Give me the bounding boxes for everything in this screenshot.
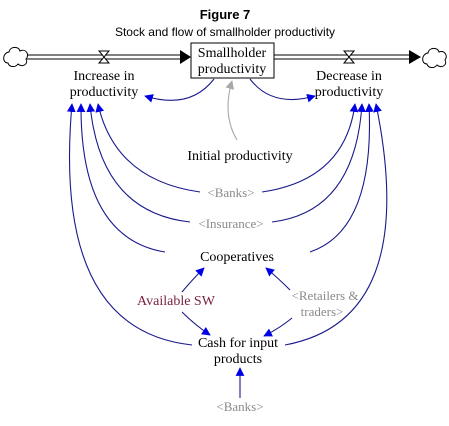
- retailers-label-line2: traders>: [301, 304, 344, 319]
- link-stock-to-decrease: [249, 78, 316, 103]
- link-stock-to-increase: [144, 78, 215, 103]
- link-banks-to-decrease: [261, 103, 359, 193]
- insurance-shadow-label: <Insurance>: [198, 216, 263, 231]
- outflow-pipe: [274, 50, 421, 64]
- increase-label-line2: productivity: [70, 85, 138, 100]
- decrease-valve-icon: [342, 50, 356, 64]
- cash-label-line2: products: [214, 352, 262, 367]
- source-cloud-icon: [3, 46, 29, 67]
- initial-productivity-label: Initial productivity: [187, 149, 292, 164]
- decrease-label-line1: Decrease in: [316, 69, 382, 84]
- cash-label-line1: Cash for input: [198, 336, 278, 351]
- inflow-pipe: [27, 50, 191, 64]
- banks-shadow-label: <Banks>: [207, 185, 254, 200]
- available-sw-label: Available SW: [137, 294, 216, 309]
- link-cooperatives-to-decrease: [309, 103, 374, 253]
- increase-label-line1: Increase in: [73, 69, 134, 84]
- link-banks-to-increase: [95, 103, 201, 193]
- link-initial-to-stock: [225, 80, 238, 141]
- figure-subtitle: Stock and flow of smallholder productivi…: [115, 25, 335, 39]
- stock-label-line1: Smallholder: [198, 46, 267, 61]
- cooperatives-label: Cooperatives: [200, 250, 274, 265]
- increase-valve-icon: [97, 50, 111, 64]
- banks-bottom-shadow-label: <Banks>: [216, 399, 263, 414]
- sink-cloud-icon: [422, 47, 447, 68]
- stock-smallholder-productivity: Smallholder productivity: [190, 42, 275, 79]
- link-available-sw-to-cash: [181, 311, 211, 336]
- retailers-label-line1: <Retailers &: [292, 288, 359, 303]
- link-cash-to-decrease: [284, 103, 388, 346]
- link-cash-to-increase: [66, 103, 193, 346]
- link-retailers-to-cooperatives: [265, 267, 291, 291]
- link-available-sw-to-cooperatives: [181, 267, 205, 293]
- link-cooperatives-to-increase: [76, 103, 166, 253]
- stock-label-line2: productivity: [198, 62, 266, 77]
- link-insurance-to-increase: [86, 103, 191, 223]
- link-insurance-to-decrease: [271, 103, 366, 223]
- figure-title: Figure 7: [200, 7, 251, 22]
- decrease-label-line2: productivity: [315, 85, 383, 100]
- link-retailers-to-cash: [263, 317, 293, 337]
